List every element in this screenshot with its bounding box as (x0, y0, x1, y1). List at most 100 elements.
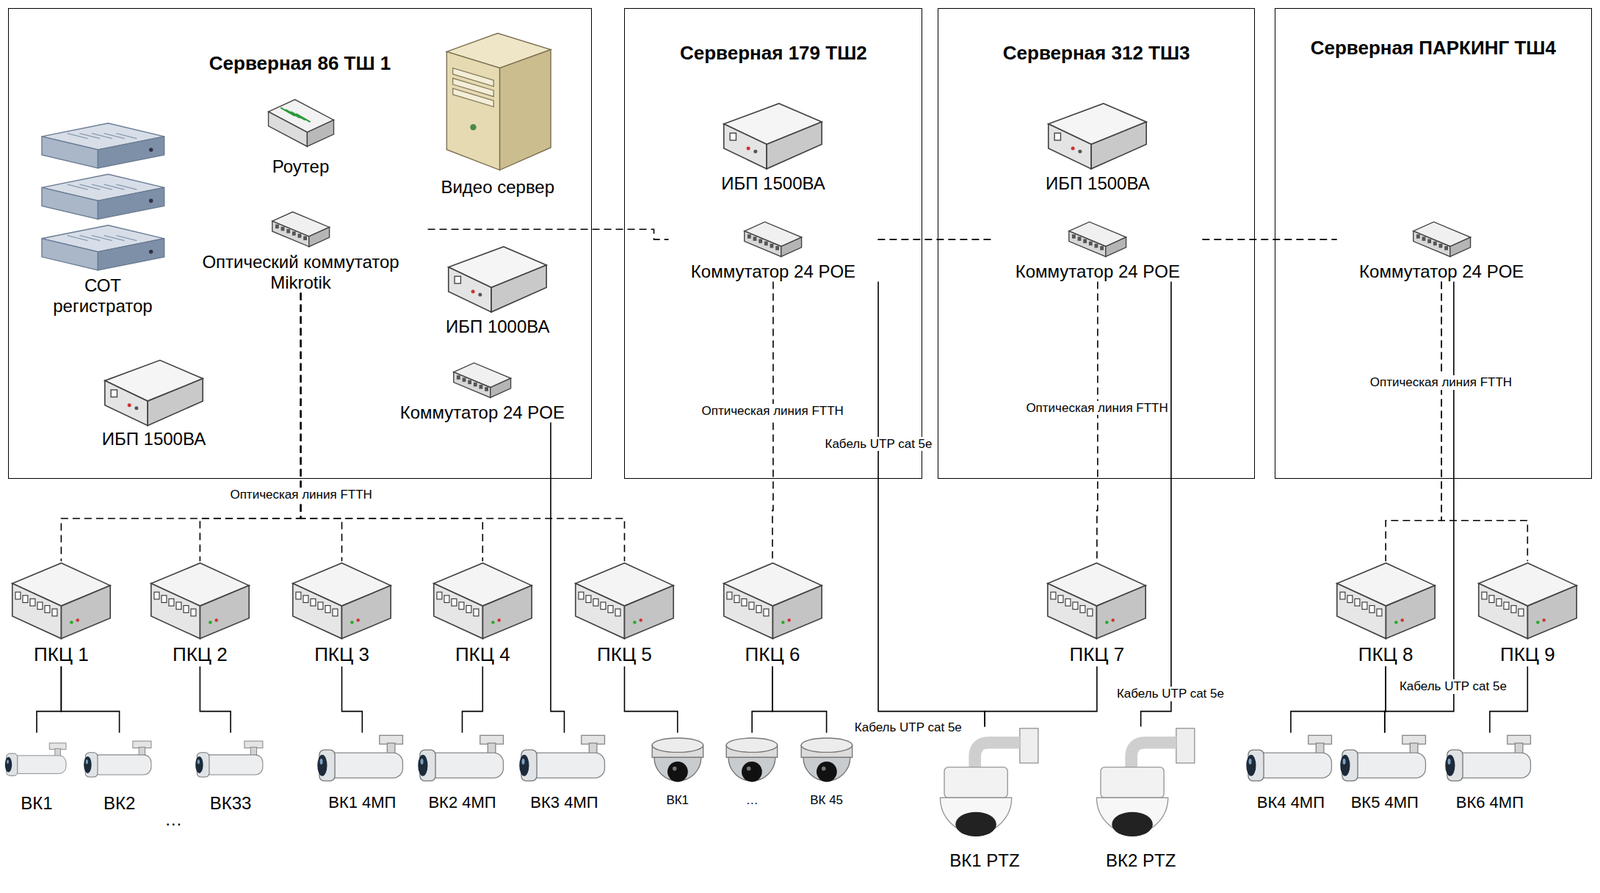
network-switch: Коммутатор 24 POE (992, 218, 1203, 282)
bullet-camera: ВК33 (189, 732, 271, 814)
connector-line (1489, 665, 1528, 733)
dome-camera: ВК 45 (793, 732, 860, 808)
network-switch-part (770, 243, 774, 249)
cabinet-switch-part (1058, 595, 1064, 603)
dome-camera-icon (723, 732, 781, 793)
recorder-rack-part (148, 198, 153, 204)
device-label: ПКЦ 3 (314, 643, 370, 666)
cabinet-switch-part (781, 620, 785, 624)
router-device-part (306, 120, 334, 147)
cabinet-switch-part (1511, 605, 1517, 614)
cabinet-switch-part (1347, 595, 1353, 603)
cabinet-switch-part (723, 583, 773, 639)
network-switch-icon (451, 359, 513, 401)
bullet-camera-part (197, 759, 200, 764)
router-device-part (295, 113, 310, 122)
cabinet-switch-icon (573, 560, 676, 643)
cabinet-switch-part (1340, 592, 1346, 600)
bullet-camera-part (522, 758, 526, 765)
device-label: ВК3 4МП (530, 793, 598, 812)
bullet-camera-part (84, 756, 92, 774)
bullet-camera-part (529, 752, 606, 778)
ptz-camera-icon (925, 726, 1044, 849)
ups-unit-icon (1046, 98, 1149, 172)
recorder-rack-part (41, 238, 98, 271)
cabinet-switch-part (1385, 585, 1435, 639)
connector-line (1096, 281, 1099, 562)
cabinet-switch-part (593, 599, 599, 607)
server-tower-part (446, 51, 500, 170)
connector-line (772, 665, 827, 733)
bullet-camera: ВК1 (0, 732, 72, 814)
utp-cable (772, 665, 827, 733)
cabinet-switch-part (787, 618, 791, 622)
fiber-line (301, 292, 625, 562)
ptz-camera-part (1130, 743, 1176, 770)
dome-camera-part (667, 761, 689, 783)
utp-cable (462, 665, 484, 733)
connector-line (301, 292, 343, 562)
edge-label: Оптическая линия FTTH (699, 403, 846, 419)
connector-line (1141, 281, 1172, 727)
cabinet-switch-part (199, 585, 249, 639)
recorder-rack-part (41, 136, 98, 169)
cabinet-switch-part (1111, 618, 1115, 622)
network-switch-part (1088, 241, 1093, 246)
edge-label: Оптическая линия FTTH (1367, 375, 1515, 390)
cabinet-switch-part (214, 618, 218, 622)
utp-cable (550, 422, 564, 733)
network-switch-part (292, 231, 296, 236)
ptz-camera-part (975, 743, 1020, 770)
ups-unit-part (134, 406, 139, 410)
bullet-camera-part (1349, 752, 1426, 778)
recorder-rack-part (97, 187, 164, 219)
cabinet-switch-part (497, 618, 501, 622)
network-switch-icon (1411, 218, 1473, 260)
network-switch-part (1421, 237, 1426, 242)
utp-cable (1141, 281, 1172, 727)
dome-camera-part (652, 737, 703, 752)
cabinet-switch-part (1080, 605, 1086, 614)
network-switch-part (309, 226, 330, 246)
device-label: ВК1 (665, 793, 689, 808)
server-tower: Видео сервер (411, 27, 585, 197)
dome-camera-part (816, 761, 838, 783)
cabinet-switch-part (607, 605, 614, 614)
connector-line (771, 281, 774, 562)
cabinet-switch-part (575, 583, 625, 639)
connector-line (550, 422, 564, 733)
device-label: Коммутатор 24 POE (1015, 261, 1180, 282)
cabinet-switch-icon (290, 560, 393, 643)
cabinet-switch: ПКЦ 8 (1329, 560, 1443, 666)
network-switch-part (764, 241, 769, 246)
recorder-rack-part (148, 249, 153, 255)
device-label: СОТ регистратор (38, 275, 166, 316)
bullet-camera: ВК2 4МП (411, 732, 514, 813)
edge-label: Кабель UTP cat 5e (823, 436, 935, 452)
ptz-camera-part (955, 812, 997, 837)
ups-unit-part (471, 290, 476, 294)
cabinet-switch-part (1047, 583, 1098, 639)
bullet-camera-icon (515, 732, 613, 793)
cabinet-switch-part (733, 595, 739, 603)
connector-line (301, 292, 625, 562)
network-switch-part (1444, 245, 1449, 251)
cabinet-switch: ПКЦ 9 (1471, 560, 1584, 666)
cabinet-switch: ПКЦ 3 (285, 560, 398, 666)
ups-unit-part (454, 276, 461, 284)
bullet-camera-part (1342, 758, 1346, 765)
utp-cable (751, 665, 773, 733)
cabinet-switch-part (12, 583, 62, 639)
edge-label: Оптическая линия FTTH (227, 487, 374, 503)
cabinet-switch-part (748, 602, 754, 610)
network-switch-part (1069, 231, 1106, 257)
utp-cable (1384, 665, 1386, 733)
network-switch-part (490, 378, 512, 398)
cabinet-switch-part (755, 605, 761, 614)
bullet-camera-part (1246, 754, 1256, 777)
network-switch-part (462, 378, 467, 383)
cabinet-switch-part (60, 585, 111, 639)
network-switch: Оптический коммутатор Mikrotik (174, 207, 429, 293)
recorder-rack-part (97, 136, 164, 169)
